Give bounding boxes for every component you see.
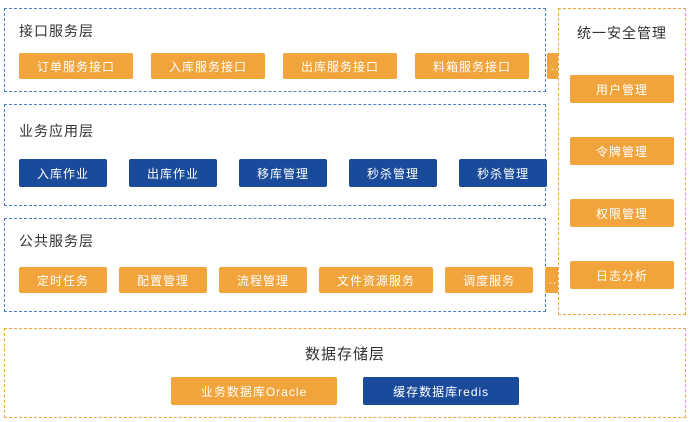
module-chip: 权限管理 (569, 199, 674, 227)
storage-chip-row: 业务数据库Oracle 缓存数据库redis (5, 377, 685, 405)
module-chip: 文件资源服务 (319, 267, 434, 293)
interface-layer-title: 接口服务层 (19, 23, 94, 39)
security-chip-stack: 用户管理 令牌管理 权限管理 日志分析 (559, 75, 685, 289)
business-chip-row: 入库作业 出库作业 移库管理 秒杀管理 秒杀管理 ... (5, 159, 590, 187)
unified-security-panel: 统一安全管理 用户管理 令牌管理 权限管理 日志分析 (558, 8, 686, 315)
common-layer-title: 公共服务层 (19, 233, 94, 249)
data-storage-layer-panel: 数据存储层 业务数据库Oracle 缓存数据库redis (4, 328, 686, 418)
module-chip: 用户管理 (569, 75, 674, 103)
module-chip: 调度服务 (445, 267, 534, 293)
module-chip: 订单服务接口 (19, 53, 134, 79)
module-chip: 流程管理 (219, 267, 308, 293)
interface-service-layer-panel: 接口服务层 订单服务接口 入库服务接口 出库服务接口 料箱服务接口 ... (4, 8, 568, 92)
module-chip: 出库服务接口 (283, 53, 398, 79)
module-chip: 配置管理 (119, 267, 208, 293)
common-chip-row: 定时任务 配置管理 流程管理 文件资源服务 调度服务 ... (5, 267, 566, 293)
module-chip: 秒杀管理 (459, 159, 548, 187)
redis-cache-chip: 缓存数据库redis (363, 377, 520, 405)
common-service-layer-panel: 公共服务层 定时任务 配置管理 流程管理 文件资源服务 调度服务 ... (4, 218, 566, 312)
business-application-layer-panel: 业务应用层 入库作业 出库作业 移库管理 秒杀管理 秒杀管理 ... (4, 104, 590, 206)
module-chip: 定时任务 (19, 267, 108, 293)
module-chip: 移库管理 (239, 159, 328, 187)
module-chip: 料箱服务接口 (415, 53, 530, 79)
storage-layer-title: 数据存储层 (304, 346, 385, 363)
module-chip: 入库作业 (19, 159, 108, 187)
module-chip: 日志分析 (569, 261, 674, 289)
module-chip: 入库服务接口 (151, 53, 266, 79)
module-chip: 出库作业 (129, 159, 218, 187)
interface-chip-row: 订单服务接口 入库服务接口 出库服务接口 料箱服务接口 ... (5, 53, 568, 79)
oracle-database-chip: 业务数据库Oracle (170, 377, 338, 405)
module-chip: 令牌管理 (569, 137, 674, 165)
security-panel-title: 统一安全管理 (577, 25, 667, 41)
business-layer-title: 业务应用层 (19, 123, 94, 139)
module-chip: 秒杀管理 (349, 159, 438, 187)
